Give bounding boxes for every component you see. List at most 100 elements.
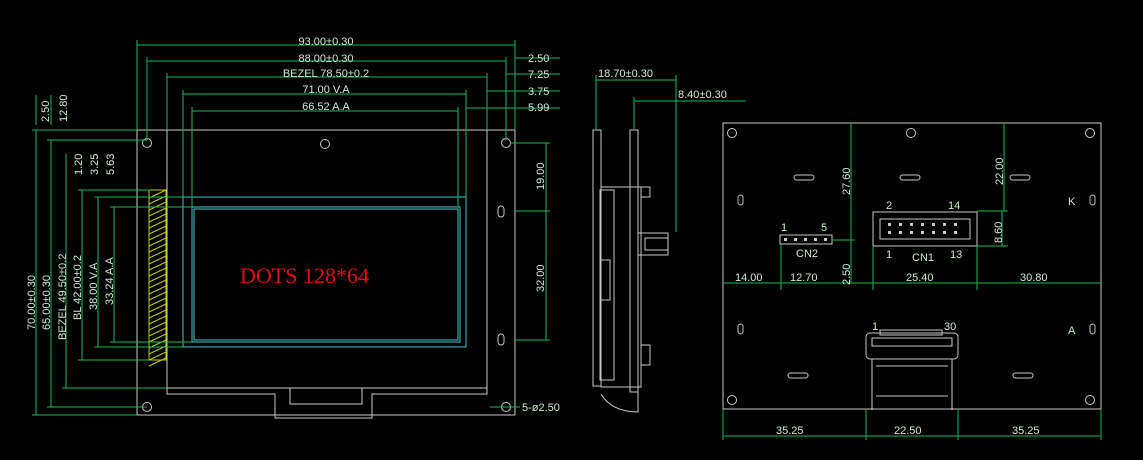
- fpc-contacts: [879, 329, 943, 336]
- dim-bezel-78: BEZEL 78.50±0.2: [283, 68, 369, 80]
- back-pcb: [722, 122, 1102, 410]
- back-hole-tl: [727, 128, 737, 138]
- backlight-strip: [148, 189, 167, 367]
- cn1-pin-14: 14: [948, 200, 960, 212]
- side-backlight: [599, 189, 615, 381]
- bottom-tab: [166, 388, 488, 419]
- cn2-pin: [824, 238, 827, 241]
- side-bump-top: [640, 186, 651, 198]
- cn1-pin: [921, 223, 924, 226]
- side-dim-lines: [595, 75, 746, 232]
- back-dim-8-60: 8.60: [993, 222, 1005, 243]
- front-view: 93.00±0.30 88.00±0.30 BEZEL 78.50±0.2 71…: [26, 36, 560, 419]
- back-hole-tr: [1085, 128, 1095, 138]
- back-dim-27-60: 27.60: [841, 167, 853, 195]
- fpc-tail-lines: [876, 365, 948, 397]
- cn1-pin-2: 2: [886, 200, 892, 212]
- cn1-pin: [932, 231, 935, 234]
- fpc-slot: [871, 337, 953, 347]
- right-slot-1: [497, 205, 505, 218]
- fpc-pin-1: 1: [872, 321, 878, 333]
- back-hole-top: [906, 128, 916, 138]
- cn2-pin: [794, 238, 797, 241]
- cn1-pins: [888, 223, 957, 234]
- dim-3-75: 3.75: [528, 86, 549, 98]
- back-slots: [737, 174, 1096, 379]
- cn1-pin: [954, 223, 957, 226]
- back-hole-bl: [727, 395, 737, 405]
- cn1-pin-1: 1: [886, 249, 892, 261]
- dim-va-38: 38.00 V.A: [88, 262, 100, 310]
- side-connector: [638, 232, 669, 256]
- fpc-pin-30: 30: [944, 321, 956, 333]
- cn1-label: CN1: [912, 252, 934, 264]
- side-cutout: [601, 259, 611, 301]
- side-glass: [629, 129, 639, 393]
- dim-7-25: 7.25: [528, 69, 549, 81]
- cn2-pins: [784, 238, 827, 241]
- side-body: [600, 186, 642, 388]
- cn2-pin-1: 1: [781, 222, 787, 234]
- cn2-pin: [804, 238, 807, 241]
- cn1-pin: [888, 231, 891, 234]
- cn2-pin: [784, 238, 787, 241]
- dim-top-2-50: 2.50: [40, 101, 52, 122]
- cn1-connector: [872, 211, 978, 247]
- cn1-pin-13: 13: [950, 249, 962, 261]
- side-dim-18-70: 18.70±0.30: [598, 68, 653, 80]
- dim-1-20: 1.20: [73, 154, 85, 175]
- dim-5-99: 5.99: [528, 102, 549, 114]
- back-dim-lines: [722, 123, 1102, 440]
- cn1-pin: [943, 231, 946, 234]
- holes-label: 5-ø2.50: [522, 402, 560, 414]
- back-dim-30-80: 30.80: [1020, 272, 1048, 284]
- dim-bezel-49: BEZEL 49.50±0.2: [57, 254, 69, 340]
- front-h-dim-lines: [136, 40, 560, 207]
- right-slot-2: [497, 333, 505, 346]
- front-v-dim-lines: [32, 95, 192, 416]
- cn1-pin: [932, 223, 935, 226]
- back-view: 2 14 1 13 CN1 1 5 CN2 1 30 K A: [722, 122, 1102, 440]
- side-fpc: [600, 392, 639, 413]
- cn2-pin: [814, 238, 817, 241]
- side-dim-8-40: 8.40±0.30: [678, 89, 727, 101]
- back-dim-22: 22.00: [994, 157, 1006, 185]
- side-bump-bottom: [640, 344, 651, 366]
- dim-2-50: 2.50: [528, 53, 549, 65]
- side-view: 18.70±0.30 8.40±0.30: [592, 68, 746, 413]
- bottom-tab-inner: [289, 388, 363, 405]
- dim-88: 88.00±0.30: [299, 53, 354, 65]
- dim-32: 32.00: [535, 264, 547, 292]
- back-dim-14: 14.00: [735, 272, 763, 284]
- back-dim-35-25-right: 35.25: [1012, 425, 1040, 437]
- label-k: K: [1068, 196, 1076, 208]
- cn1-pin: [954, 231, 957, 234]
- cn1-pin: [943, 223, 946, 226]
- dim-93: 93.00±0.30: [299, 36, 354, 48]
- dim-top-12-80: 12.80: [58, 94, 70, 122]
- fpc-connector: [865, 332, 959, 360]
- back-hole-br: [1085, 395, 1095, 405]
- cn1-pin: [899, 223, 902, 226]
- bezel-outline: [166, 129, 488, 389]
- dim-aa-66: 66.52 A.A: [302, 101, 350, 113]
- mount-hole-top: [320, 139, 330, 149]
- back-dim-35-25-left: 35.25: [776, 425, 804, 437]
- dim-bl-42: BL 42.00±0.2: [72, 255, 84, 320]
- side-connector-inner: [644, 237, 669, 251]
- view-area: [182, 196, 467, 348]
- dim-va-71: 71.00 V.A: [302, 84, 350, 96]
- dim-65: 65.00±0.30: [41, 275, 53, 330]
- cn1-pin: [888, 223, 891, 226]
- cn1-pin: [899, 231, 902, 234]
- dim-3-25: 3.25: [89, 154, 101, 175]
- cn1-inner: [879, 218, 971, 240]
- active-area: [191, 206, 461, 343]
- label-a: A: [1068, 325, 1076, 337]
- back-dim-22-50: 22.50: [894, 425, 922, 437]
- front-right-dims: [510, 142, 550, 341]
- dots-label: DOTS 128*64: [240, 263, 369, 288]
- dim-5-63: 5.63: [105, 154, 117, 175]
- dim-19: 19.00: [535, 162, 547, 190]
